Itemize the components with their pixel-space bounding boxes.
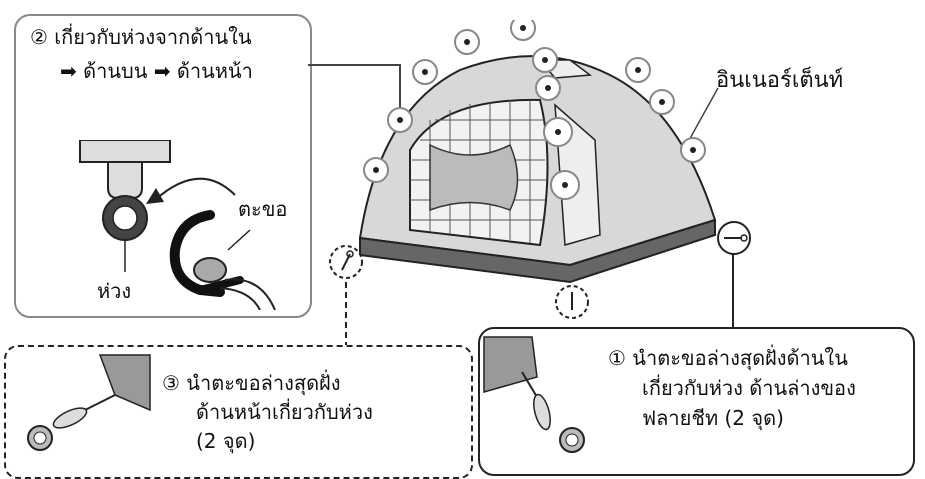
hook-label: ตะขอ: [238, 197, 288, 221]
inner-tent-label: อินเนอร์เต็นท์: [716, 68, 844, 93]
arrow-head-icon: [146, 188, 164, 204]
step1-line1: นำตะขอล่างสุดฝั่งด้านใน: [632, 346, 848, 370]
hook-glyphs: [373, 25, 696, 188]
step1-line3: ฟลายชีท (2 จุด): [642, 406, 784, 430]
door-rolled-panel: [429, 143, 519, 212]
tent-label-leader: [687, 87, 719, 143]
step3-hook-marker: [329, 245, 363, 279]
tent-illustration: [358, 20, 717, 284]
step2-line1: เกี่ยวกับห่วงจากด้านใน: [54, 25, 252, 49]
step1-panel: [478, 327, 915, 476]
step1-title: ① นำตะขอล่างสุดฝั่งด้านใน: [608, 345, 848, 371]
step3-line2: ด้านหน้าเกี่ยวกับห่วง: [196, 400, 373, 424]
step1-line2: เกี่ยวกับห่วง ด้านล่างของ: [642, 376, 856, 400]
step1-hook-marker: [717, 221, 751, 255]
step3-number: ③: [162, 371, 180, 395]
step3-line3: (2 จุด): [196, 429, 256, 453]
step3-panel: [4, 345, 473, 479]
step1-number: ①: [608, 346, 626, 370]
step2-line2: ➡ ด้านบน ➡ ด้านหน้า: [60, 59, 253, 83]
step2-number: ②: [30, 25, 48, 49]
bottom-hook-marker: [555, 285, 589, 319]
loop-label: ห่วง: [97, 279, 132, 303]
step2-connector: [308, 64, 401, 112]
hook-shape: [169, 210, 225, 297]
step3-line1: นำตะขอล่างสุดฝั่ง: [186, 371, 341, 395]
hook-loop-illustration: [79, 140, 276, 310]
step3-illustration: [27, 354, 151, 451]
step1-illustration: [483, 336, 585, 453]
connector-lines: [308, 64, 734, 345]
step2-title: ② เกี่ยวกับห่วงจากด้านใน: [30, 24, 252, 50]
step2-panel: [14, 14, 312, 318]
step3-title: ③ นำตะขอล่างสุดฝั่ง: [162, 370, 341, 396]
arrow-curve: [154, 177, 236, 201]
